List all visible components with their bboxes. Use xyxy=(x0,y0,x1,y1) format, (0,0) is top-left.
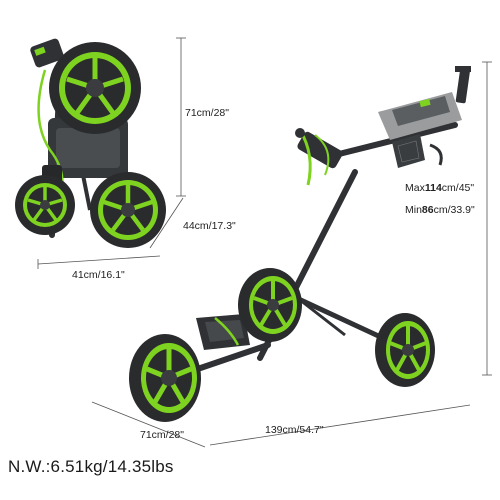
min-height-label: Min86cm/33.9" xyxy=(405,205,475,216)
folded-front-wheel xyxy=(49,42,141,134)
umbrella-holder-icon xyxy=(455,67,471,104)
max-height-label: Max114cm/45" xyxy=(405,183,474,194)
open-width-label: 71cm/28" xyxy=(140,429,184,441)
unfolded-cart xyxy=(129,66,471,422)
min-height-suffix: cm/33.9" xyxy=(433,204,475,216)
folded-height-label: 71cm/28" xyxy=(185,107,229,119)
folded-cart xyxy=(15,38,166,248)
left-rear-wheel xyxy=(238,268,302,342)
cup-holder-net-icon xyxy=(397,140,420,163)
min-height-prefix: Min xyxy=(405,204,422,216)
min-height-value: 86 xyxy=(421,204,434,216)
unfolded-dimension-lines xyxy=(91,61,492,448)
max-height-value: 114 xyxy=(424,182,442,194)
front-wheel xyxy=(129,334,201,422)
folded-rear-wheel-left xyxy=(15,175,75,235)
folded-width-label: 41cm/16.1" xyxy=(72,269,125,281)
max-height-prefix: Max xyxy=(405,182,425,194)
folded-rear-wheel-right xyxy=(90,172,166,248)
right-rear-wheel xyxy=(375,313,435,387)
net-weight-label: N.W.:6.51kg/14.35lbs xyxy=(8,457,174,476)
folded-depth-label: 44cm/17.3" xyxy=(183,220,236,232)
lower-strap-icon xyxy=(214,317,240,346)
open-length-label: 139cm/54.7" xyxy=(265,424,324,436)
max-height-suffix: cm/45" xyxy=(441,182,475,194)
folded-dimension-lines xyxy=(37,37,186,269)
